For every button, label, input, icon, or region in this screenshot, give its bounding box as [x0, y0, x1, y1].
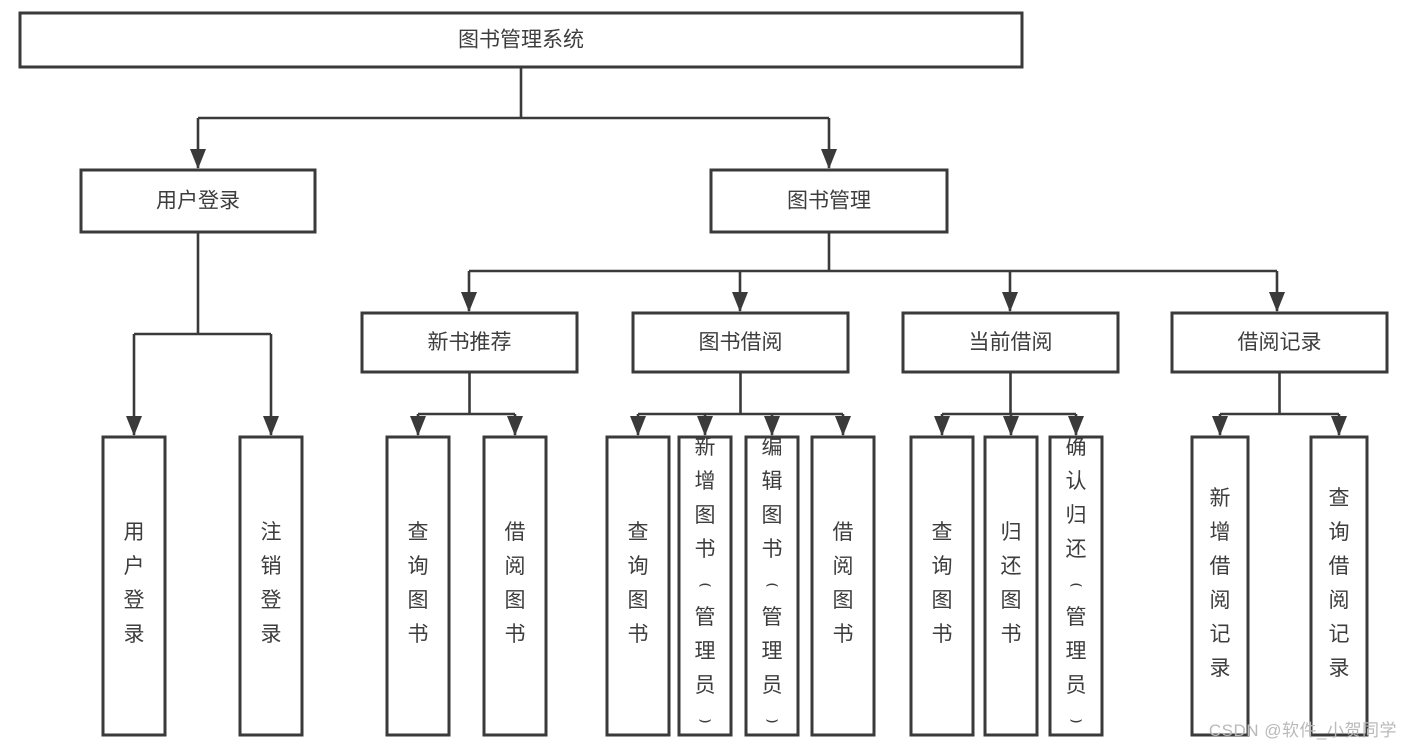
node-leaf-user-login[interactable]: 用户登录 [101, 435, 167, 737]
node-label-leaf-logout: 注销登录 [261, 521, 282, 646]
node-leaf-add-book[interactable]: 新增图书⌢管理员⌣ [677, 435, 733, 737]
arrow-head-icon [263, 416, 279, 436]
arrow-head-icon [190, 149, 206, 169]
node-box-leaf-edit-book [744, 435, 800, 737]
node-borrow-record[interactable]: 借阅记录 [1170, 311, 1389, 374]
node-box-leaf-query-book-2 [605, 435, 671, 737]
node-root[interactable]: 图书管理系统 [18, 11, 1024, 69]
node-label-leaf-add-record: 新增借阅记录 [1210, 487, 1231, 680]
node-box-leaf-confirm-return [1048, 435, 1104, 737]
node-label-leaf-confirm-return: 确认归还⌢管理员⌣ [1066, 436, 1087, 731]
node-label-root: 图书管理系统 [458, 29, 584, 52]
arrow-head-icon [821, 149, 837, 169]
node-box-leaf-query-book-3 [909, 435, 975, 737]
node-leaf-query-record[interactable]: 查询借阅记录 [1309, 435, 1369, 737]
node-label-leaf-add-book: 新增图书⌢管理员⌣ [695, 436, 716, 731]
node-leaf-edit-book[interactable]: 编辑图书⌢管理员⌣ [744, 435, 800, 737]
node-label-book-borrow: 图书借阅 [699, 331, 783, 354]
node-label-leaf-query-book-2: 查询图书 [628, 521, 649, 646]
node-box-root [18, 11, 1024, 69]
node-box-leaf-borrow-book-1 [482, 435, 548, 737]
node-label-leaf-borrow-book-1: 借阅图书 [505, 521, 526, 646]
node-label-leaf-query-book-3: 查询图书 [932, 521, 953, 646]
node-book-borrow[interactable]: 图书借阅 [631, 311, 850, 374]
node-box-current-borrow [901, 311, 1120, 374]
arrow-head-icon [1002, 292, 1018, 312]
node-box-leaf-add-book [677, 435, 733, 737]
arrow-head-icon [1068, 416, 1084, 436]
arrow-head-icon [764, 416, 780, 436]
node-leaf-query-book-2[interactable]: 查询图书 [605, 435, 671, 737]
node-user-login[interactable]: 用户登录 [79, 168, 317, 234]
node-current-borrow[interactable]: 当前借阅 [901, 311, 1120, 374]
diagram-nodes-group: 图书管理系统用户登录图书管理新书推荐图书借阅当前借阅借阅记录用户登录注销登录查询… [18, 11, 1389, 737]
node-box-leaf-query-record [1309, 435, 1369, 737]
node-leaf-return-book[interactable]: 归还图书 [983, 435, 1039, 737]
node-box-leaf-return-book [983, 435, 1039, 737]
node-label-new-book-recommend: 新书推荐 [428, 331, 512, 354]
node-label-leaf-borrow-book-2: 借阅图书 [833, 521, 854, 646]
node-box-book-management [709, 168, 949, 234]
arrow-head-icon [630, 416, 646, 436]
node-label-current-borrow: 当前借阅 [969, 331, 1053, 354]
node-label-user-login: 用户登录 [156, 190, 240, 213]
node-box-leaf-add-record [1190, 435, 1250, 737]
node-leaf-add-record[interactable]: 新增借阅记录 [1190, 435, 1250, 737]
node-box-leaf-logout [238, 435, 304, 737]
arrow-head-icon [1269, 292, 1285, 312]
arrow-head-icon [126, 416, 142, 436]
node-book-management[interactable]: 图书管理 [709, 168, 949, 234]
node-box-borrow-record [1170, 311, 1389, 374]
arrow-head-icon [1212, 416, 1228, 436]
node-box-new-book-recommend [360, 311, 579, 374]
arrow-head-icon [835, 416, 851, 436]
node-box-book-borrow [631, 311, 850, 374]
arrow-head-icon [507, 416, 523, 436]
arrow-head-icon [1003, 416, 1019, 436]
node-label-leaf-return-book: 归还图书 [1001, 521, 1022, 646]
arrow-head-icon [732, 292, 748, 312]
node-box-leaf-query-book-1 [385, 435, 451, 737]
node-leaf-query-book-3[interactable]: 查询图书 [909, 435, 975, 737]
arrow-head-icon [1331, 416, 1347, 436]
node-leaf-confirm-return[interactable]: 确认归还⌢管理员⌣ [1048, 435, 1104, 737]
node-box-leaf-borrow-book-2 [810, 435, 876, 737]
node-label-leaf-query-book-1: 查询图书 [408, 521, 429, 646]
node-label-borrow-record: 借阅记录 [1238, 331, 1322, 354]
connector-lines-group [126, 67, 1347, 436]
node-leaf-borrow-book-2[interactable]: 借阅图书 [810, 435, 876, 737]
csdn-watermark: CSDN @软件_小贺同学 [1208, 721, 1397, 740]
node-box-leaf-user-login [101, 435, 167, 737]
node-label-leaf-query-record: 查询借阅记录 [1329, 487, 1350, 680]
arrow-head-icon [410, 416, 426, 436]
node-box-user-login [79, 168, 317, 234]
node-label-leaf-user-login: 用户登录 [124, 521, 145, 646]
node-leaf-query-book-1[interactable]: 查询图书 [385, 435, 451, 737]
arrow-head-icon [934, 416, 950, 436]
node-leaf-borrow-book-1[interactable]: 借阅图书 [482, 435, 548, 737]
node-label-book-management: 图书管理 [787, 190, 871, 213]
node-leaf-logout[interactable]: 注销登录 [238, 435, 304, 737]
arrow-head-icon [697, 416, 713, 436]
arrow-head-icon [461, 292, 477, 312]
node-new-book-recommend[interactable]: 新书推荐 [360, 311, 579, 374]
node-label-leaf-edit-book: 编辑图书⌢管理员⌣ [762, 436, 783, 731]
